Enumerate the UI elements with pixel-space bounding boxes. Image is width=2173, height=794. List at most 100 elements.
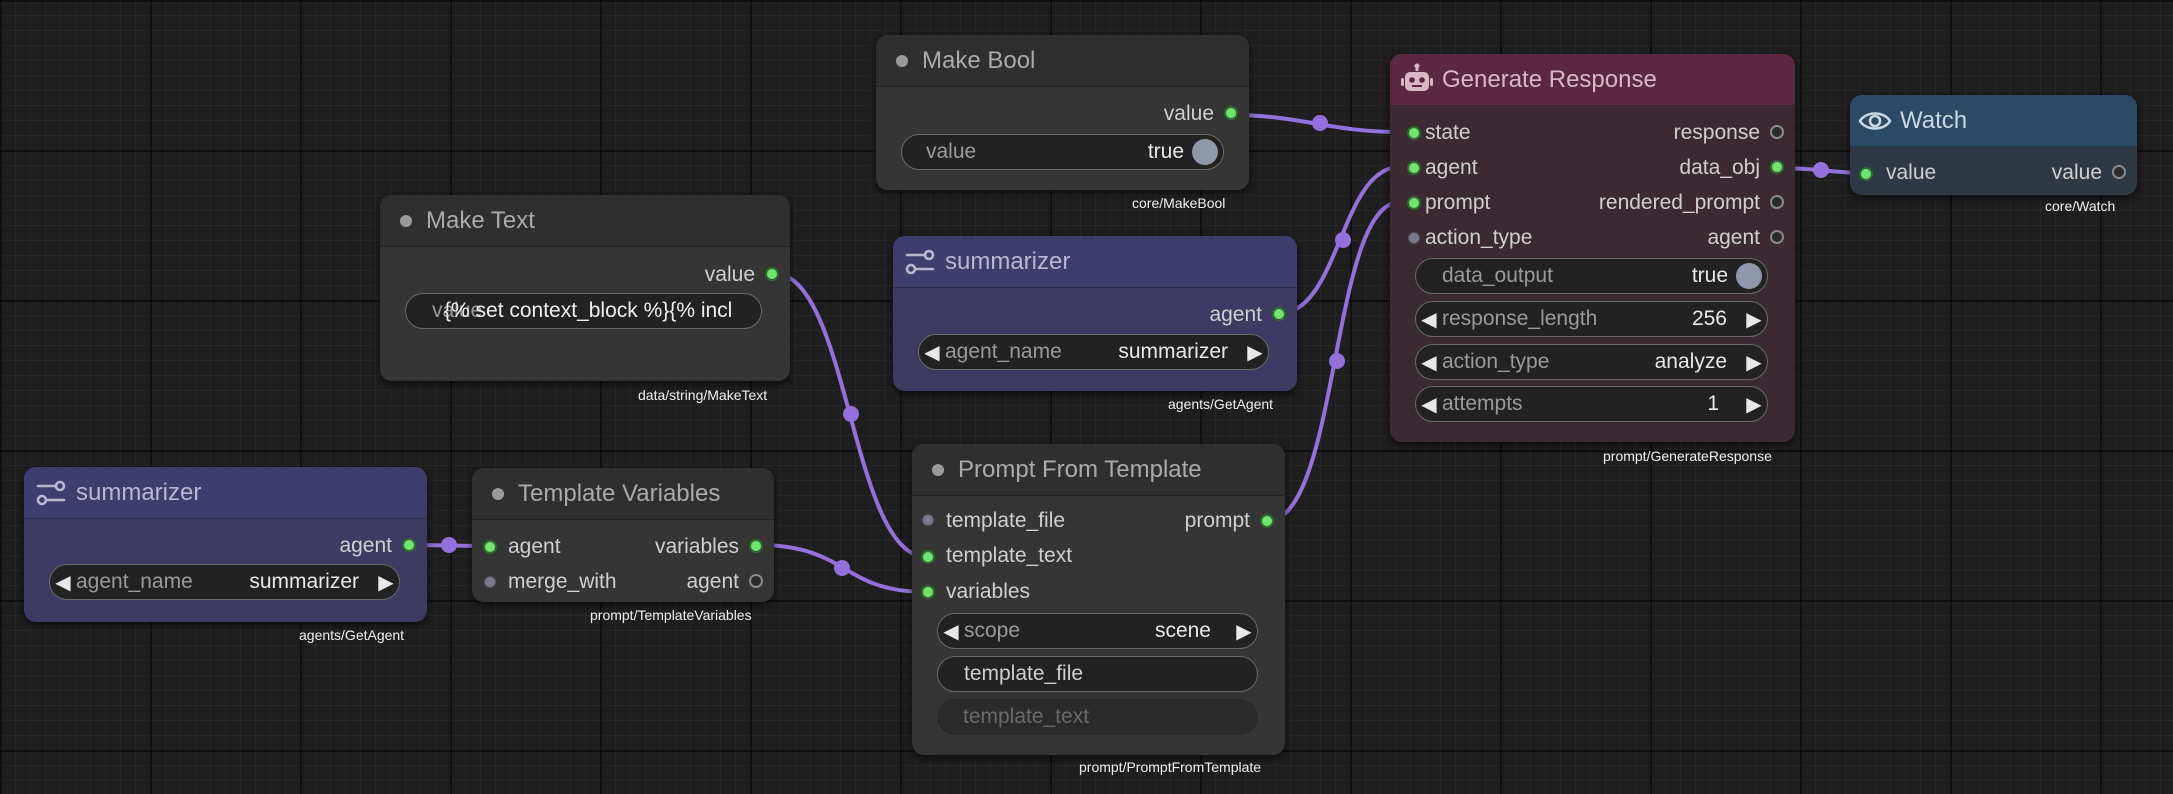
make-text-node[interactable]: Make Text value value {% set context_blo…: [380, 195, 790, 381]
node-caption: prompt/TemplateVariables: [590, 607, 752, 623]
toggle-knob-icon: [1736, 263, 1762, 289]
output-label: data_obj: [1679, 156, 1760, 179]
output-slot[interactable]: [1272, 307, 1286, 321]
node-title-bar[interactable]: Prompt From Template: [912, 444, 1285, 496]
collapse-dot-icon[interactable]: [896, 54, 908, 67]
attempts-number[interactable]: ◀ attempts 1 ▶: [1415, 386, 1768, 422]
output-slot-rendered-prompt[interactable]: [1770, 195, 1784, 209]
make-bool-node[interactable]: Make Bool value value true: [876, 35, 1249, 190]
output-label: agent: [1707, 226, 1760, 249]
node-title: Template Variables: [518, 479, 721, 507]
node-title-bar[interactable]: Generate Response: [1390, 54, 1795, 106]
eye-icon: [1858, 111, 1892, 130]
node-caption: agents/GetAgent: [299, 627, 405, 643]
node-title-bar[interactable]: summarizer: [24, 467, 427, 519]
arrow-left-icon[interactable]: ◀: [943, 620, 959, 643]
output-slot-agent[interactable]: [749, 574, 763, 588]
arrow-left-icon[interactable]: ◀: [1421, 351, 1437, 374]
template-file-input[interactable]: template_file: [937, 656, 1258, 692]
node-caption: core/Watch: [2045, 198, 2116, 214]
arrow-left-icon[interactable]: ◀: [1421, 308, 1437, 331]
response-length-number[interactable]: ◀ response_length 256 ▶: [1415, 301, 1768, 337]
input-slot-agent[interactable]: [483, 540, 497, 554]
prompt-from-template-node[interactable]: Prompt From Template template_file templ…: [912, 444, 1285, 755]
arrow-left-icon[interactable]: ◀: [924, 341, 940, 364]
arrow-right-icon[interactable]: ▶: [1746, 393, 1762, 416]
wire-midpoint: [1813, 162, 1829, 178]
watch-node[interactable]: Watch value value: [1850, 95, 2137, 195]
scope-combo[interactable]: ◀ scope scene ▶: [937, 613, 1258, 649]
arrow-right-icon[interactable]: ▶: [1247, 341, 1263, 364]
output-slot-variables[interactable]: [749, 539, 763, 553]
input-label: agent: [1425, 156, 1478, 179]
input-label: prompt: [1425, 191, 1491, 214]
output-label: value: [2051, 161, 2102, 184]
agent-name-combo[interactable]: ◀ agent_name summarizer ▶: [49, 564, 400, 600]
output-slot-prompt[interactable]: [1260, 514, 1274, 528]
widget-label: response_length: [1442, 307, 1598, 330]
node-title: summarizer: [76, 478, 202, 506]
output-label: response: [1673, 121, 1760, 144]
input-label: agent: [508, 535, 561, 558]
node-title-bar[interactable]: Make Bool: [876, 35, 1249, 87]
arrow-left-icon[interactable]: ◀: [1421, 393, 1437, 416]
output-slot-agent[interactable]: [1770, 230, 1784, 244]
output-slot[interactable]: [1224, 106, 1238, 120]
output-label: value: [704, 263, 755, 286]
input-slot-action-type[interactable]: [1408, 232, 1420, 244]
output-slot[interactable]: [765, 267, 779, 281]
arrow-right-icon[interactable]: ▶: [378, 571, 394, 594]
collapse-dot-icon[interactable]: [400, 214, 412, 227]
input-slot-variables[interactable]: [921, 585, 935, 599]
wire-midpoint: [843, 406, 859, 422]
data-output-toggle[interactable]: data_output true: [1415, 258, 1768, 294]
input-slot-template-text[interactable]: [921, 550, 935, 564]
collapse-dot-icon[interactable]: [492, 487, 504, 500]
input-label: template_file: [946, 509, 1066, 532]
output-label: rendered_prompt: [1598, 191, 1760, 214]
output-label: value: [1163, 102, 1214, 125]
collapse-dot-icon[interactable]: [932, 463, 944, 476]
input-slot-state[interactable]: [1407, 126, 1421, 140]
input-slot-merge-with[interactable]: [484, 576, 496, 588]
node-title-bar[interactable]: Watch: [1850, 95, 2137, 147]
arrow-right-icon[interactable]: ▶: [1746, 351, 1762, 374]
node-caption: prompt/PromptFromTemplate: [1079, 759, 1262, 775]
input-slot-prompt[interactable]: [1407, 196, 1421, 210]
input-slot-value[interactable]: [1859, 167, 1873, 181]
agent-name-combo[interactable]: ◀ agent_name summarizer ▶: [918, 334, 1269, 370]
widget-label: data_output: [1442, 264, 1553, 287]
node-title-bar[interactable]: summarizer: [893, 236, 1297, 288]
arrow-right-icon[interactable]: ▶: [1746, 308, 1762, 331]
input-slot-agent[interactable]: [1407, 161, 1421, 175]
summarizer-agent-node[interactable]: summarizer agent ◀ agent_name summarizer…: [24, 467, 427, 622]
output-slot-response[interactable]: [1770, 125, 1784, 139]
arrow-right-icon[interactable]: ▶: [1236, 620, 1252, 643]
widget-value: 256: [1691, 307, 1727, 330]
output-label: agent: [339, 534, 392, 557]
widget-label: scope: [964, 619, 1021, 642]
arrow-left-icon[interactable]: ◀: [55, 571, 71, 594]
input-label: action_type: [1425, 226, 1533, 249]
generate-response-node[interactable]: Generate Response state agent prompt act…: [1390, 54, 1795, 442]
node-caption: data/string/MakeText: [638, 387, 768, 403]
action-type-combo[interactable]: ◀ action_type analyze ▶: [1415, 344, 1768, 380]
text-input-widget[interactable]: value {% set context_block %}{% incl: [405, 293, 762, 329]
toggle-knob-icon: [1192, 139, 1218, 165]
node-title: Watch: [1900, 106, 1968, 134]
input-label: state: [1425, 121, 1471, 144]
wire-midpoint: [441, 537, 457, 553]
node-title: Make Text: [426, 206, 535, 234]
summarizer-agent-node[interactable]: summarizer agent ◀ agent_name summarizer…: [893, 236, 1297, 391]
input-slot-template-file[interactable]: [922, 514, 934, 526]
node-title-bar[interactable]: Template Variables: [472, 468, 774, 520]
output-slot[interactable]: [402, 538, 416, 552]
node-caption: core/MakeBool: [1132, 195, 1226, 211]
output-slot-value[interactable]: [2112, 165, 2126, 179]
value-toggle[interactable]: value true: [901, 134, 1224, 170]
output-slot-data-obj[interactable]: [1770, 160, 1784, 174]
output-label: prompt: [1184, 509, 1250, 532]
template-variables-node[interactable]: Template Variables agent merge_with vari…: [472, 468, 774, 602]
node-title-bar[interactable]: Make Text: [380, 195, 790, 247]
template-text-input[interactable]: template_text: [937, 699, 1258, 735]
